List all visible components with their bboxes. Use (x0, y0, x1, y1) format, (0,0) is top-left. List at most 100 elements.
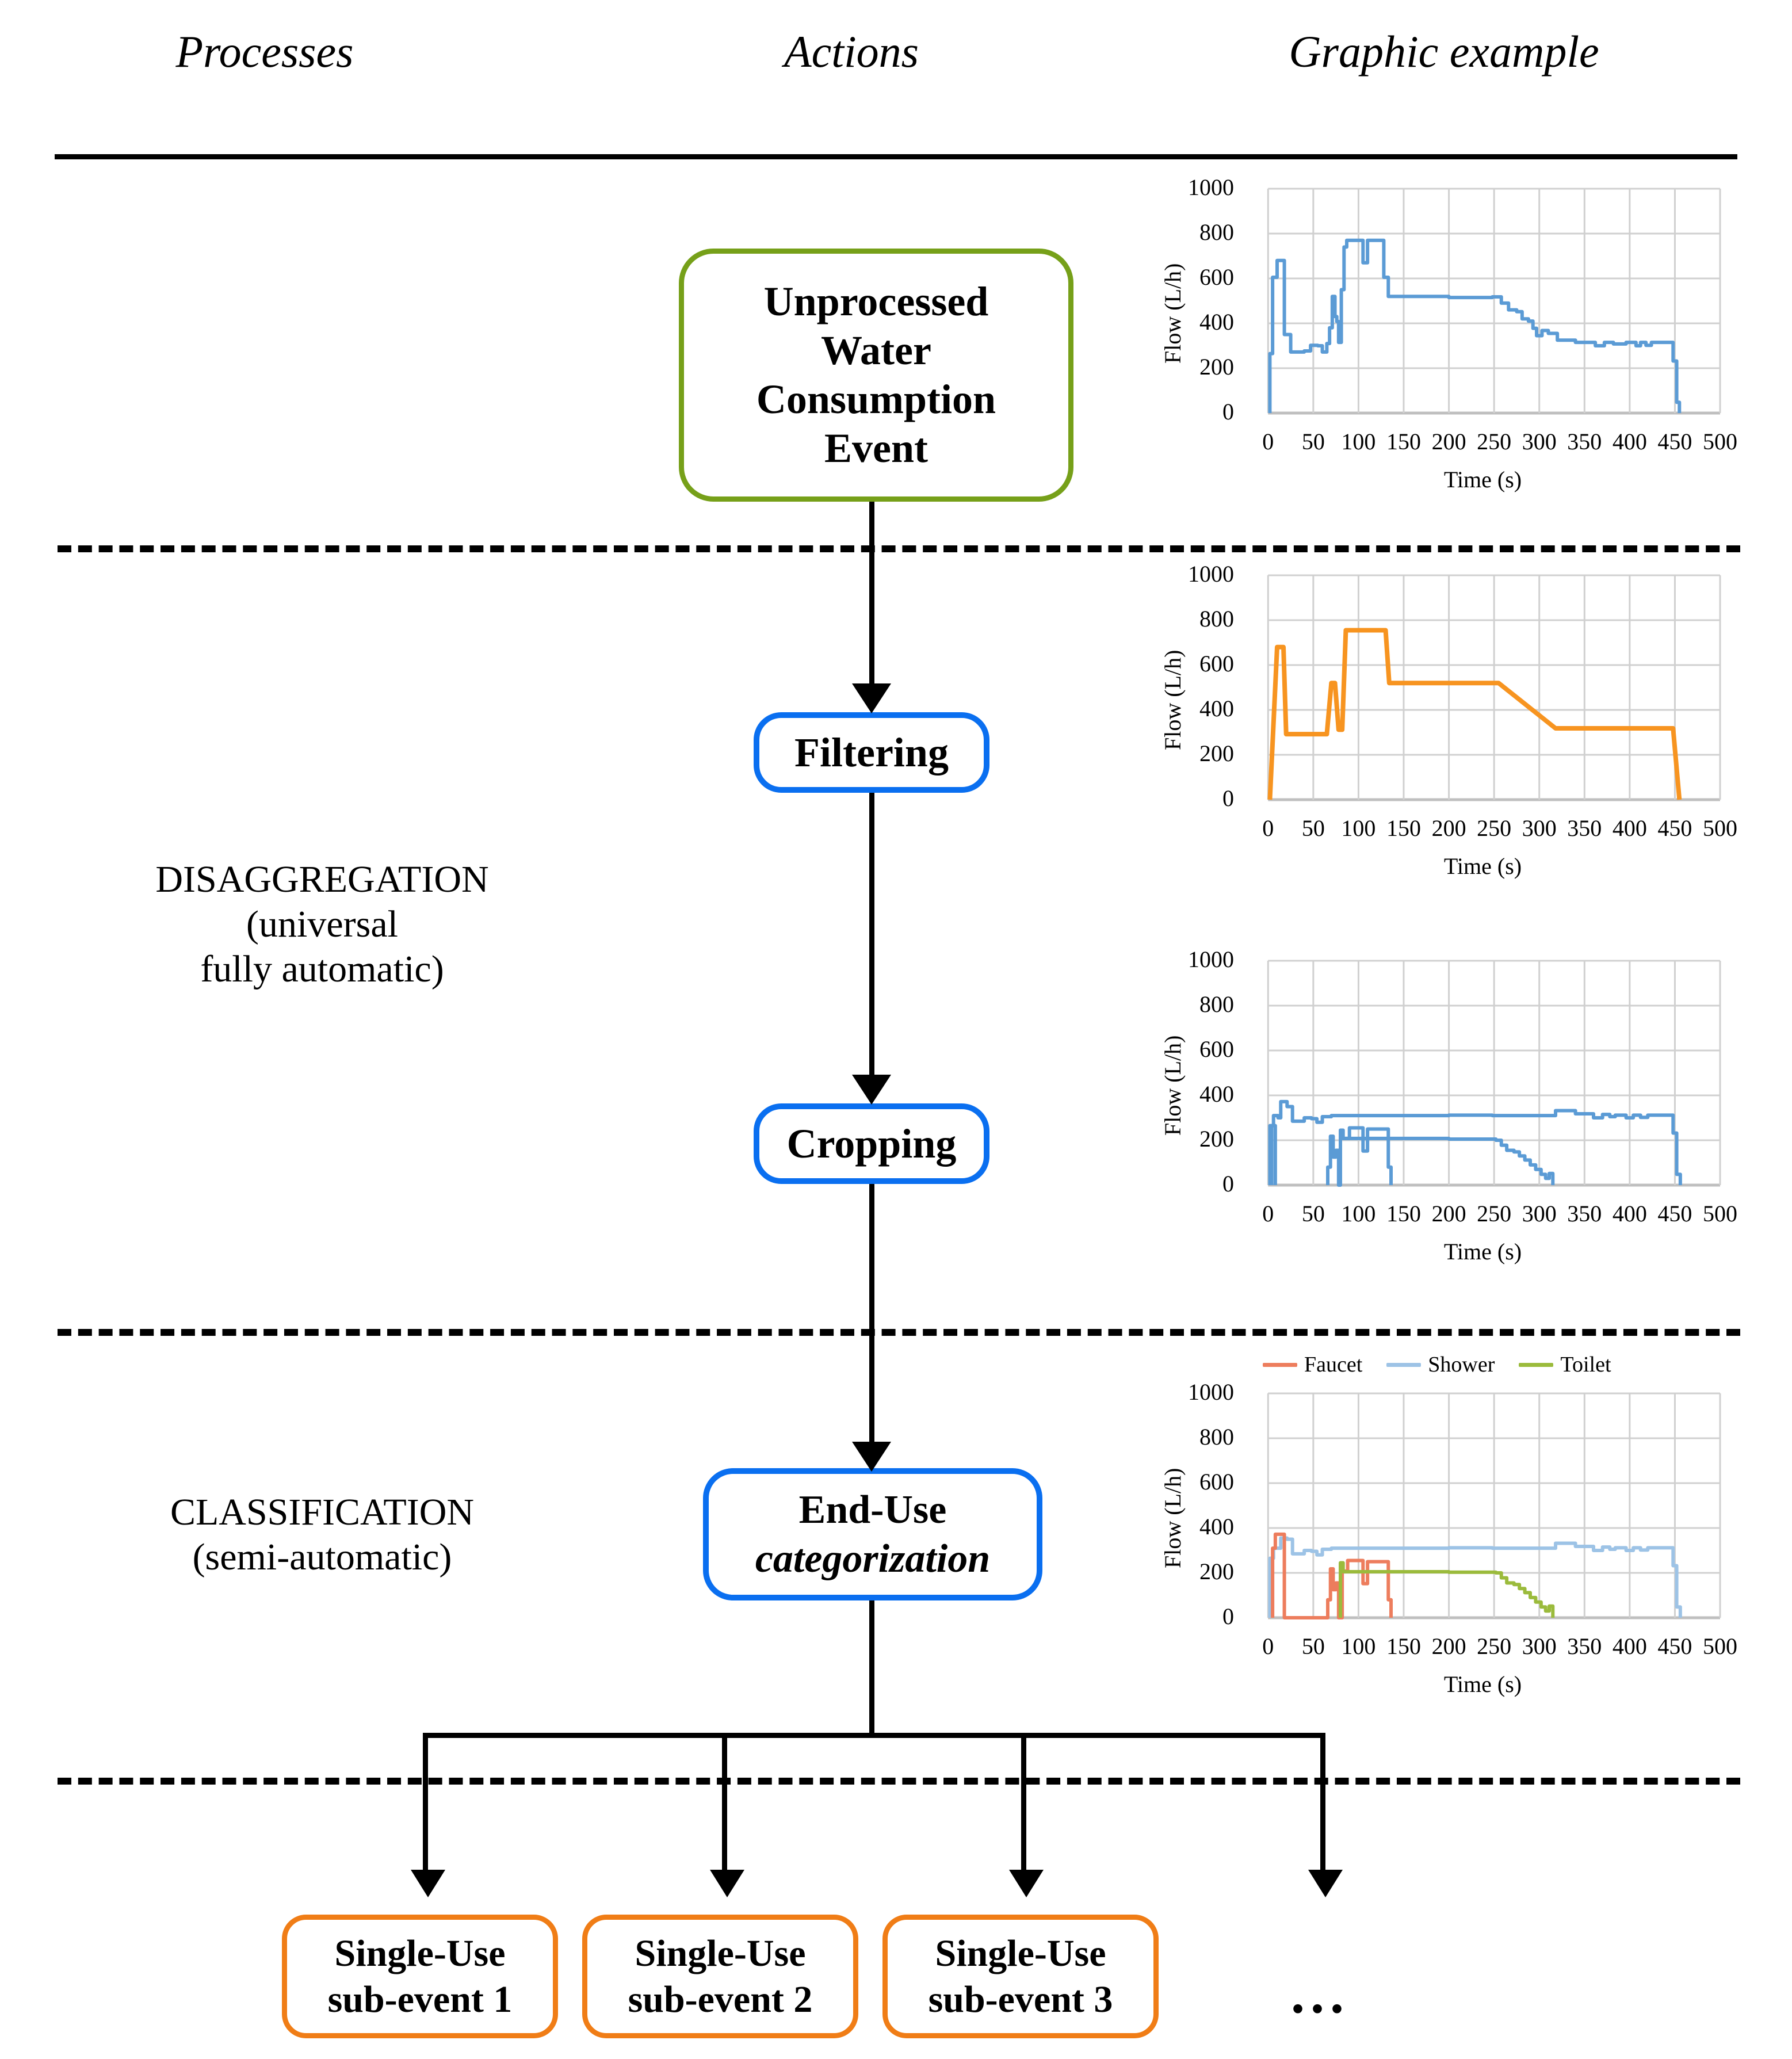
x-tick-label: 50 (1301, 429, 1325, 454)
y-tick-label: 600 (1199, 651, 1234, 677)
action-box-enduse-line1: End-Use (798, 1487, 947, 1532)
y-tick-label: 600 (1199, 1036, 1234, 1062)
arrowhead-to-end-use (852, 1442, 891, 1472)
series-filtered-signal (1267, 628, 1682, 800)
chart-legend: Faucet Shower Toilet (1263, 1352, 1611, 1377)
x-tick-label: 200 (1431, 815, 1466, 841)
y-tick-label: 1000 (1188, 946, 1234, 972)
y-tick-label: 200 (1199, 354, 1234, 380)
x-tick-label: 350 (1567, 429, 1602, 454)
series-toilet (1339, 1561, 1555, 1618)
connector-line-3 (869, 1184, 874, 1447)
action-box-filtering-label: Filtering (794, 729, 949, 776)
x-tick-label: 250 (1477, 1633, 1512, 1659)
action-box-cropping[interactable]: Cropping (754, 1103, 989, 1184)
y-axis-label: Flow (L/h) (1160, 650, 1186, 751)
y-tick-label: 1000 (1188, 561, 1234, 587)
y-tick-label: 800 (1199, 1424, 1234, 1450)
x-tick-label: 0 (1262, 815, 1274, 841)
output-box-sub-event-3[interactable]: Single-Use sub-event 3 (882, 1915, 1159, 2038)
x-tick-label: 350 (1567, 1201, 1602, 1227)
more-sub-events-ellipsis: ... (1291, 1963, 1350, 2024)
x-tick-label: 150 (1386, 429, 1421, 454)
x-tick-label: 350 (1567, 1633, 1602, 1659)
y-axis-label: Flow (L/h) (1160, 1468, 1186, 1569)
output-box-sub-event-2[interactable]: Single-Use sub-event 2 (582, 1915, 858, 2038)
chart-plot-area (1267, 960, 1721, 1187)
x-tick-label: 100 (1341, 1201, 1376, 1227)
x-tick-label: 50 (1301, 1201, 1325, 1227)
x-axis-label: Time (s) (1443, 1671, 1522, 1697)
series-shower (1268, 1536, 1682, 1618)
arrowhead-to-cropping (852, 1075, 891, 1105)
y-tick-label: 0 (1222, 399, 1234, 425)
branch-line-1 (423, 1733, 428, 1874)
legend-item-toilet: Toilet (1519, 1352, 1611, 1377)
arrowhead-to-more-sub-events (1308, 1870, 1343, 1897)
y-tick-label: 1000 (1188, 174, 1234, 200)
chart-plot-area (1267, 574, 1721, 801)
x-tick-label: 100 (1341, 1633, 1376, 1659)
process-label-disaggregation: DISAGGREGATION (universal fully automati… (155, 858, 489, 990)
x-tick-label: 500 (1703, 815, 1737, 841)
y-tick-label: 800 (1199, 606, 1234, 632)
series-shower-sub-event (1268, 1099, 1682, 1185)
legend-label-toilet: Toilet (1560, 1353, 1611, 1377)
action-box-unprocessed-water-consumption-event[interactable]: Unprocessed Water Consumption Event (679, 249, 1073, 502)
x-tick-label: 300 (1522, 815, 1557, 841)
chart-plot-area (1267, 188, 1721, 415)
process-label-classification: CLASSIFICATION (semi-automatic) (170, 1491, 475, 1578)
output-box-sub-event-1[interactable]: Single-Use sub-event 1 (282, 1915, 558, 2038)
column-header-graphic-example: Graphic example (1289, 26, 1599, 77)
connector-line-2 (869, 793, 874, 1083)
x-tick-label: 150 (1386, 1201, 1421, 1227)
y-tick-label: 1000 (1188, 1379, 1234, 1405)
arrowhead-to-sub-event-1 (411, 1870, 445, 1897)
x-tick-label: 450 (1657, 1201, 1692, 1227)
arrowhead-to-sub-event-2 (710, 1870, 744, 1897)
action-box-end-use-categorization[interactable]: End-Use categorization (703, 1468, 1042, 1600)
y-tick-label: 800 (1199, 219, 1234, 245)
x-tick-label: 500 (1703, 1633, 1737, 1659)
y-tick-label: 600 (1199, 1469, 1234, 1495)
x-tick-label: 400 (1612, 815, 1647, 841)
y-axis-label: Flow (L/h) (1160, 1035, 1186, 1136)
x-tick-label: 300 (1522, 429, 1557, 454)
x-axis-label: Time (s) (1443, 1239, 1522, 1265)
action-box-filtering[interactable]: Filtering (754, 712, 989, 793)
arrowhead-to-sub-event-3 (1009, 1870, 1044, 1897)
legend-label-faucet: Faucet (1304, 1353, 1363, 1377)
x-tick-label: 0 (1262, 429, 1274, 454)
x-tick-label: 300 (1522, 1201, 1557, 1227)
x-tick-label: 100 (1341, 429, 1376, 454)
x-tick-label: 500 (1703, 1201, 1737, 1227)
y-tick-label: 800 (1199, 991, 1234, 1017)
output-box-sub-event-2-label: Single-Use sub-event 2 (628, 1932, 813, 2020)
series-toilet-tail (1342, 1136, 1555, 1185)
legend-swatch-faucet (1263, 1362, 1297, 1367)
x-tick-label: 150 (1386, 815, 1421, 841)
x-tick-label: 450 (1657, 1633, 1692, 1659)
legend-swatch-toilet (1519, 1362, 1554, 1367)
y-tick-label: 200 (1199, 740, 1234, 766)
x-tick-label: 400 (1612, 1633, 1647, 1659)
series-unprocessed-water-consumption-event (1268, 238, 1682, 413)
branch-line-3 (1021, 1733, 1026, 1874)
connector-line-1 (869, 502, 874, 692)
x-tick-label: 350 (1567, 815, 1602, 841)
x-tick-label: 500 (1703, 429, 1737, 454)
x-tick-label: 250 (1477, 815, 1512, 841)
x-tick-label: 0 (1262, 1633, 1274, 1659)
y-tick-label: 0 (1222, 1603, 1234, 1629)
legend-label-shower: Shower (1428, 1353, 1495, 1377)
y-axis-label: Flow (L/h) (1160, 263, 1186, 364)
x-axis-label: Time (s) (1443, 467, 1522, 492)
connector-line-4 (869, 1600, 874, 1733)
legend-item-faucet: Faucet (1263, 1352, 1362, 1377)
x-tick-label: 50 (1301, 1633, 1325, 1659)
legend-item-shower: Shower (1386, 1352, 1495, 1377)
x-tick-label: 400 (1612, 1201, 1647, 1227)
x-tick-label: 400 (1612, 429, 1647, 454)
action-box-enduse-line2: categorization (755, 1537, 991, 1581)
output-box-sub-event-3-label: Single-Use sub-event 3 (928, 1932, 1113, 2020)
